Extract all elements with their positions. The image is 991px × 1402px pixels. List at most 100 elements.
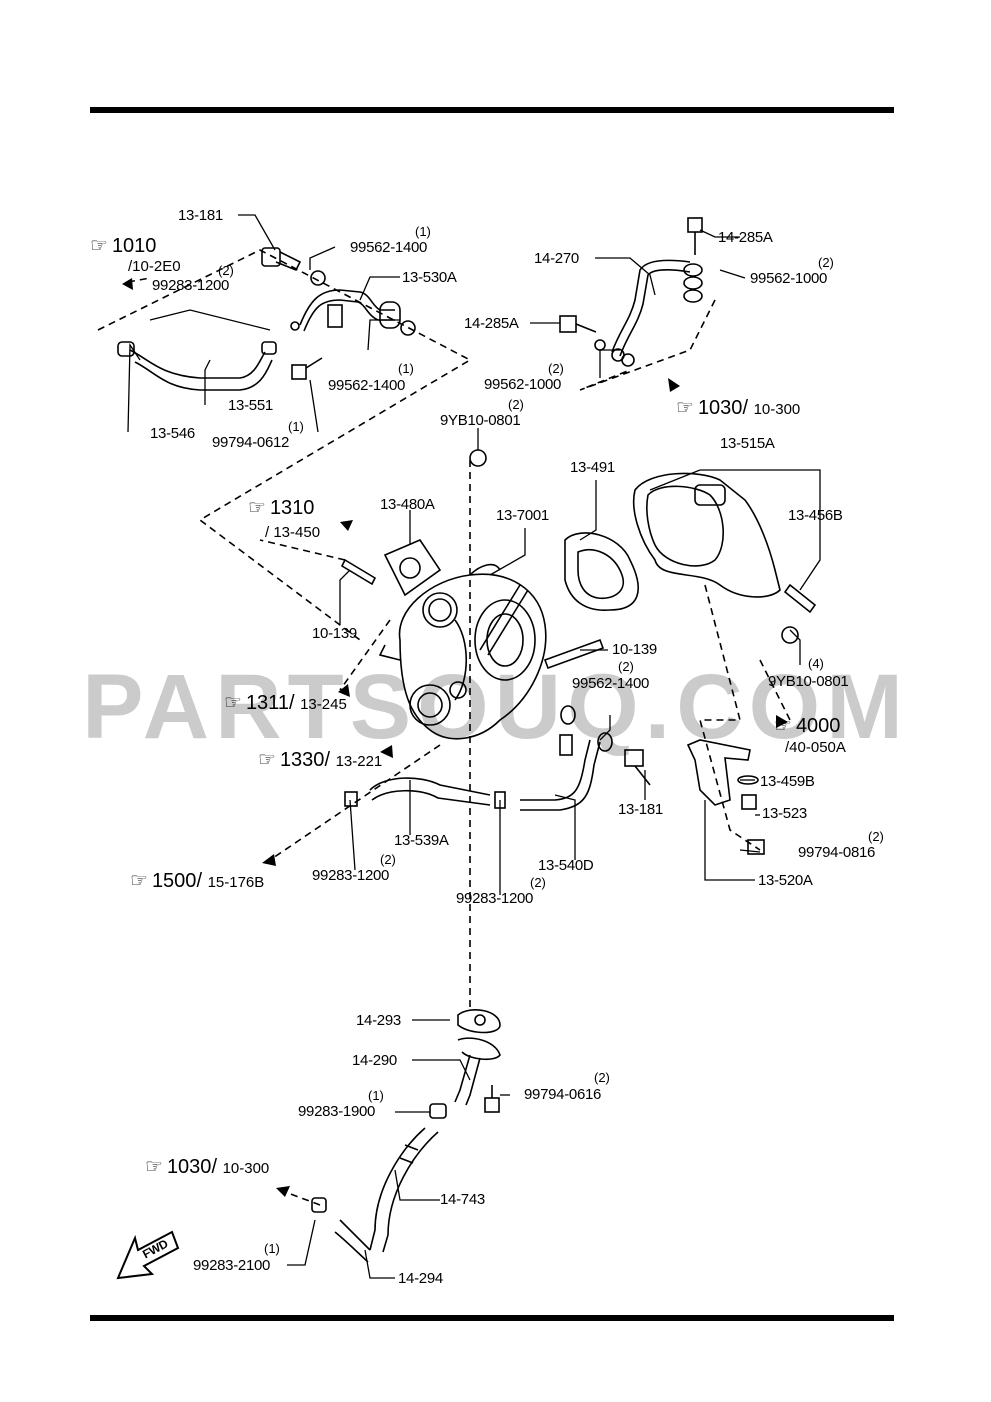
stud-10-139-left [340, 558, 377, 586]
qty-99794-0616: (2) [594, 1070, 610, 1085]
ref-1010-sub: /10-2E0 [128, 258, 181, 275]
pointing-hand-icon: ☞ [130, 870, 148, 892]
bolt-14-285A-left [559, 315, 597, 333]
label-13-515A[interactable]: 13-515A [720, 435, 775, 452]
turbocharger-13-7001 [378, 563, 547, 740]
bolt-99794-0612 [291, 357, 323, 380]
label-99283-1900[interactable]: 99283-1900 [298, 1103, 376, 1120]
qty-99283-1200-tl: (2) [218, 263, 234, 278]
label-13-523[interactable]: 13-523 [762, 805, 807, 822]
ref-1010[interactable]: ☞1010 [90, 235, 157, 257]
bolt-99794-0616 [484, 1085, 500, 1113]
label-13-539A[interactable]: 13-539A [394, 832, 449, 849]
label-13-459B[interactable]: 13-459B [760, 773, 815, 790]
label-99562-1400-low[interactable]: 99562-1400 [572, 675, 650, 692]
ref-1310-sub: / 13-450 [265, 524, 321, 541]
ref-1030-bottom[interactable]: ☞1030/ 10-300 [145, 1156, 270, 1178]
label-99562-1000-l[interactable]: 99562-1000 [484, 376, 562, 393]
label-99562-1400-mid[interactable]: 99562-1400 [328, 377, 406, 394]
washer-99562-1400-low-a [560, 705, 576, 725]
gasket-13-480A [383, 539, 442, 597]
label-13-520A[interactable]: 13-520A [758, 872, 813, 889]
label-13-7001[interactable]: 13-7001 [496, 507, 549, 524]
label-9YB10-0801-r[interactable]: 9YB10-0801 [768, 673, 849, 690]
nut-9YB10-top [469, 449, 487, 467]
fwd-arrow [116, 1230, 180, 1280]
label-99283-1200-tl[interactable]: 99283-1200 [152, 277, 230, 294]
label-14-290[interactable]: 14-290 [352, 1052, 397, 1069]
label-99283-2100[interactable]: 99283-2100 [193, 1257, 271, 1274]
label-14-743[interactable]: 14-743 [440, 1191, 485, 1208]
qty-99562-1000-l: (2) [548, 361, 564, 376]
arrowheads [122, 278, 788, 1197]
pipe-14-294 [334, 1219, 371, 1263]
washer-mid [400, 320, 416, 336]
bolt-14-285A-top [687, 217, 703, 255]
label-14-270[interactable]: 14-270 [534, 250, 579, 267]
elbow-13-515A [632, 472, 781, 598]
washer-99562-1000-a [594, 339, 606, 351]
nut-9YB10-right [781, 626, 799, 644]
label-13-540D[interactable]: 13-540D [538, 857, 594, 874]
label-99562-1000-r[interactable]: 99562-1000 [750, 270, 828, 287]
pointing-hand-icon: ☞ [224, 692, 242, 714]
qty-99283-1200-a: (2) [380, 852, 396, 867]
bracket-13-520A [686, 739, 765, 855]
label-13-491[interactable]: 13-491 [570, 459, 615, 476]
gasket-13-491 [564, 532, 639, 611]
qty-99794-0612: (1) [288, 419, 304, 434]
pointing-hand-icon: ☞ [258, 749, 276, 771]
label-10-139-right[interactable]: 10-139 [612, 641, 657, 658]
label-13-181-top[interactable]: 13-181 [178, 207, 223, 224]
label-9YB10-0801-top[interactable]: 9YB10-0801 [440, 412, 521, 429]
ref-4000[interactable]: ☞4000 [774, 715, 841, 737]
pipe-13-540D [494, 734, 601, 811]
clamp-99283-2100 [311, 1197, 327, 1213]
label-14-294[interactable]: 14-294 [398, 1270, 443, 1287]
ref-1330[interactable]: ☞1330/ 13-221 [258, 749, 383, 771]
qty-99283-1200-b: (2) [530, 875, 546, 890]
qty-99562-1400-top: (1) [415, 224, 431, 239]
pipe-13-530A [290, 289, 401, 332]
qty-99562-1400-low: (2) [618, 659, 634, 674]
gasket-14-293 [457, 1009, 501, 1034]
label-99794-0616[interactable]: 99794-0616 [524, 1086, 602, 1103]
label-13-551[interactable]: 13-551 [228, 397, 273, 414]
hose-13-539A [344, 777, 491, 807]
washer-99562-1000-b [621, 353, 635, 367]
ref-1310[interactable]: ☞1310 [248, 497, 315, 519]
label-99283-1200-b[interactable]: 99283-1200 [456, 890, 534, 907]
bolt-13-181-top [261, 247, 302, 272]
washer-99562-1400-low-b [597, 732, 613, 752]
label-99562-1400-top[interactable]: 99562-1400 [350, 239, 428, 256]
qty-99562-1400-mid: (1) [398, 361, 414, 376]
label-99794-0612[interactable]: 99794-0612 [212, 434, 290, 451]
label-13-480A[interactable]: 13-480A [380, 496, 435, 513]
ref-1500[interactable]: ☞1500/ 15-176B [130, 870, 265, 892]
pointing-hand-icon: ☞ [774, 715, 792, 737]
label-14-293[interactable]: 14-293 [356, 1012, 401, 1029]
label-99283-1200-a[interactable]: 99283-1200 [312, 867, 390, 884]
label-14-285A-top[interactable]: 14-285A [718, 229, 773, 246]
label-13-181-low[interactable]: 13-181 [618, 801, 663, 818]
leader-lines [127, 214, 821, 1279]
fitting-right [683, 263, 703, 303]
stud-10-139-right [543, 638, 605, 670]
qty-99283-2100: (1) [264, 1241, 280, 1256]
ref-1030-top[interactable]: ☞1030/ 10-300 [676, 397, 801, 419]
label-10-139-left[interactable]: 10-139 [312, 625, 357, 642]
pointing-hand-icon: ☞ [145, 1156, 163, 1178]
bottom-rule [90, 1315, 894, 1321]
pipe-14-270 [611, 259, 691, 362]
qty-99562-1000-r: (2) [818, 255, 834, 270]
ref-1311[interactable]: ☞1311/ 13-245 [224, 692, 347, 714]
label-13-456B[interactable]: 13-456B [788, 507, 843, 524]
label-13-530A[interactable]: 13-530A [402, 269, 457, 286]
bolt-13-181-low [624, 749, 651, 786]
label-13-546[interactable]: 13-546 [150, 425, 195, 442]
label-14-285A-left[interactable]: 14-285A [464, 315, 519, 332]
label-99794-0816[interactable]: 99794-0816 [798, 844, 876, 861]
dashed-guides [97, 249, 791, 1206]
